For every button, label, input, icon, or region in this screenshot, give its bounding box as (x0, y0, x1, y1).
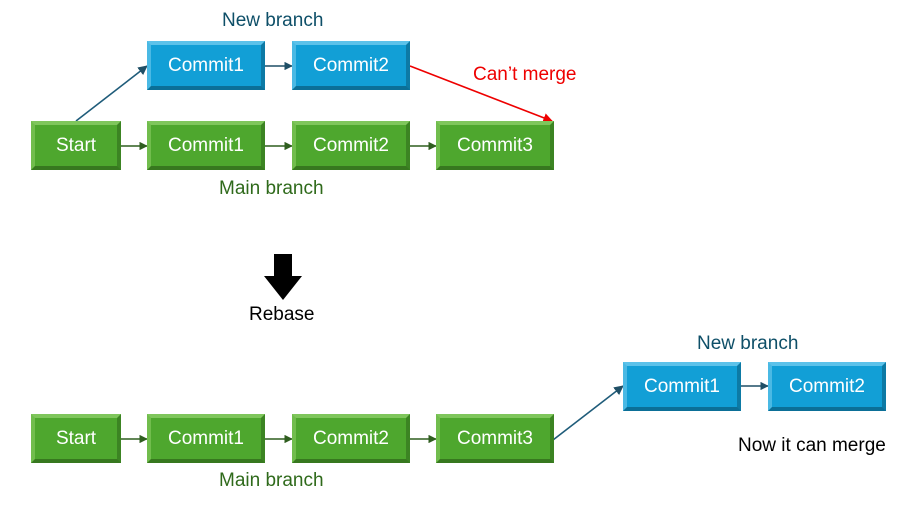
main-start-bottom: Start (31, 414, 121, 463)
main-start: Start (31, 121, 121, 170)
main-commit1: Commit1 (147, 121, 265, 170)
main-branch-label-bottom: Main branch (219, 470, 324, 491)
new-branch-label: New branch (222, 10, 324, 31)
rebased-branch-arrow (552, 385, 624, 441)
can-merge-label: Now it can merge (738, 435, 886, 456)
rebased-commit2: Commit2 (768, 362, 886, 411)
main-commit3-bottom: Commit3 (436, 414, 554, 463)
cant-merge-label: Can’t merge (473, 64, 577, 85)
main-commit1-bottom: Commit1 (147, 414, 265, 463)
main-commit2: Commit2 (292, 121, 410, 170)
new-branch-label-rebased: New branch (697, 333, 799, 354)
new-branch-commit1: Commit1 (147, 41, 265, 90)
new-branch-commit2: Commit2 (292, 41, 410, 90)
main-commit2-bottom: Commit2 (292, 414, 410, 463)
cant-merge-arrow (409, 65, 553, 123)
rebase-label: Rebase (249, 304, 315, 325)
main-commit3: Commit3 (436, 121, 554, 170)
branch-off-arrow (75, 65, 148, 122)
rebased-commit1: Commit1 (623, 362, 741, 411)
main-branch-label: Main branch (219, 178, 324, 199)
rebase-down-arrow (264, 254, 302, 300)
